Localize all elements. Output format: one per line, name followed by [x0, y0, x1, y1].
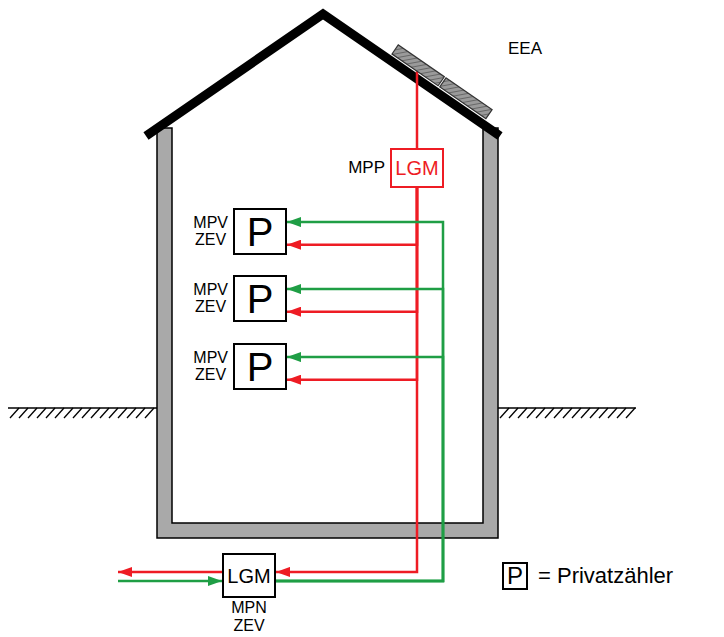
house-roof	[146, 14, 500, 136]
energy-flow-line	[287, 188, 417, 312]
meter-label: LGM	[227, 565, 270, 587]
energy-flow-line	[276, 222, 443, 581]
production-meter-box: MPPLGM	[390, 148, 444, 188]
energy-flow-line	[276, 357, 443, 581]
legend: P = Privatzähler	[502, 562, 673, 590]
legend-sample-box: P	[502, 562, 528, 590]
meter-letter: P	[247, 212, 274, 252]
energy-flow-line	[276, 188, 417, 572]
meter-point-label: MPV ZEV	[193, 214, 228, 249]
house-walls	[157, 128, 498, 538]
energy-flow-line	[416, 71, 419, 148]
legend-text: = Privatzähler	[538, 563, 673, 589]
solar-panel: EEA	[385, 30, 550, 125]
panel-module	[440, 78, 492, 119]
grid-export-arrow	[118, 571, 222, 574]
ground-left	[8, 408, 157, 418]
meter-point-label: MPP	[348, 159, 385, 178]
grid-meter-box: LGMMPN ZEV	[222, 553, 276, 598]
meter-point-label: MPV ZEV	[193, 281, 228, 316]
meter-letter: P	[247, 347, 274, 387]
panel-label: EEA	[508, 40, 542, 59]
energy-flow-line	[287, 188, 417, 380]
panel-module	[392, 45, 444, 86]
private-meter-box: MPV ZEVP	[233, 208, 287, 255]
meter-point-label: MPV ZEV	[193, 349, 228, 384]
meter-label: LGM	[395, 157, 438, 179]
energy-flow-line	[276, 289, 443, 581]
meter-point-label: MPN ZEV	[231, 599, 267, 634]
meter-letter: P	[247, 279, 274, 319]
private-meter-box: MPV ZEVP	[233, 343, 287, 390]
ground-right	[498, 408, 636, 418]
private-meter-box: MPV ZEVP	[233, 275, 287, 322]
grid-import-arrow	[118, 580, 222, 583]
energy-flow-line	[287, 188, 417, 245]
legend-sample-letter: P	[507, 564, 523, 588]
